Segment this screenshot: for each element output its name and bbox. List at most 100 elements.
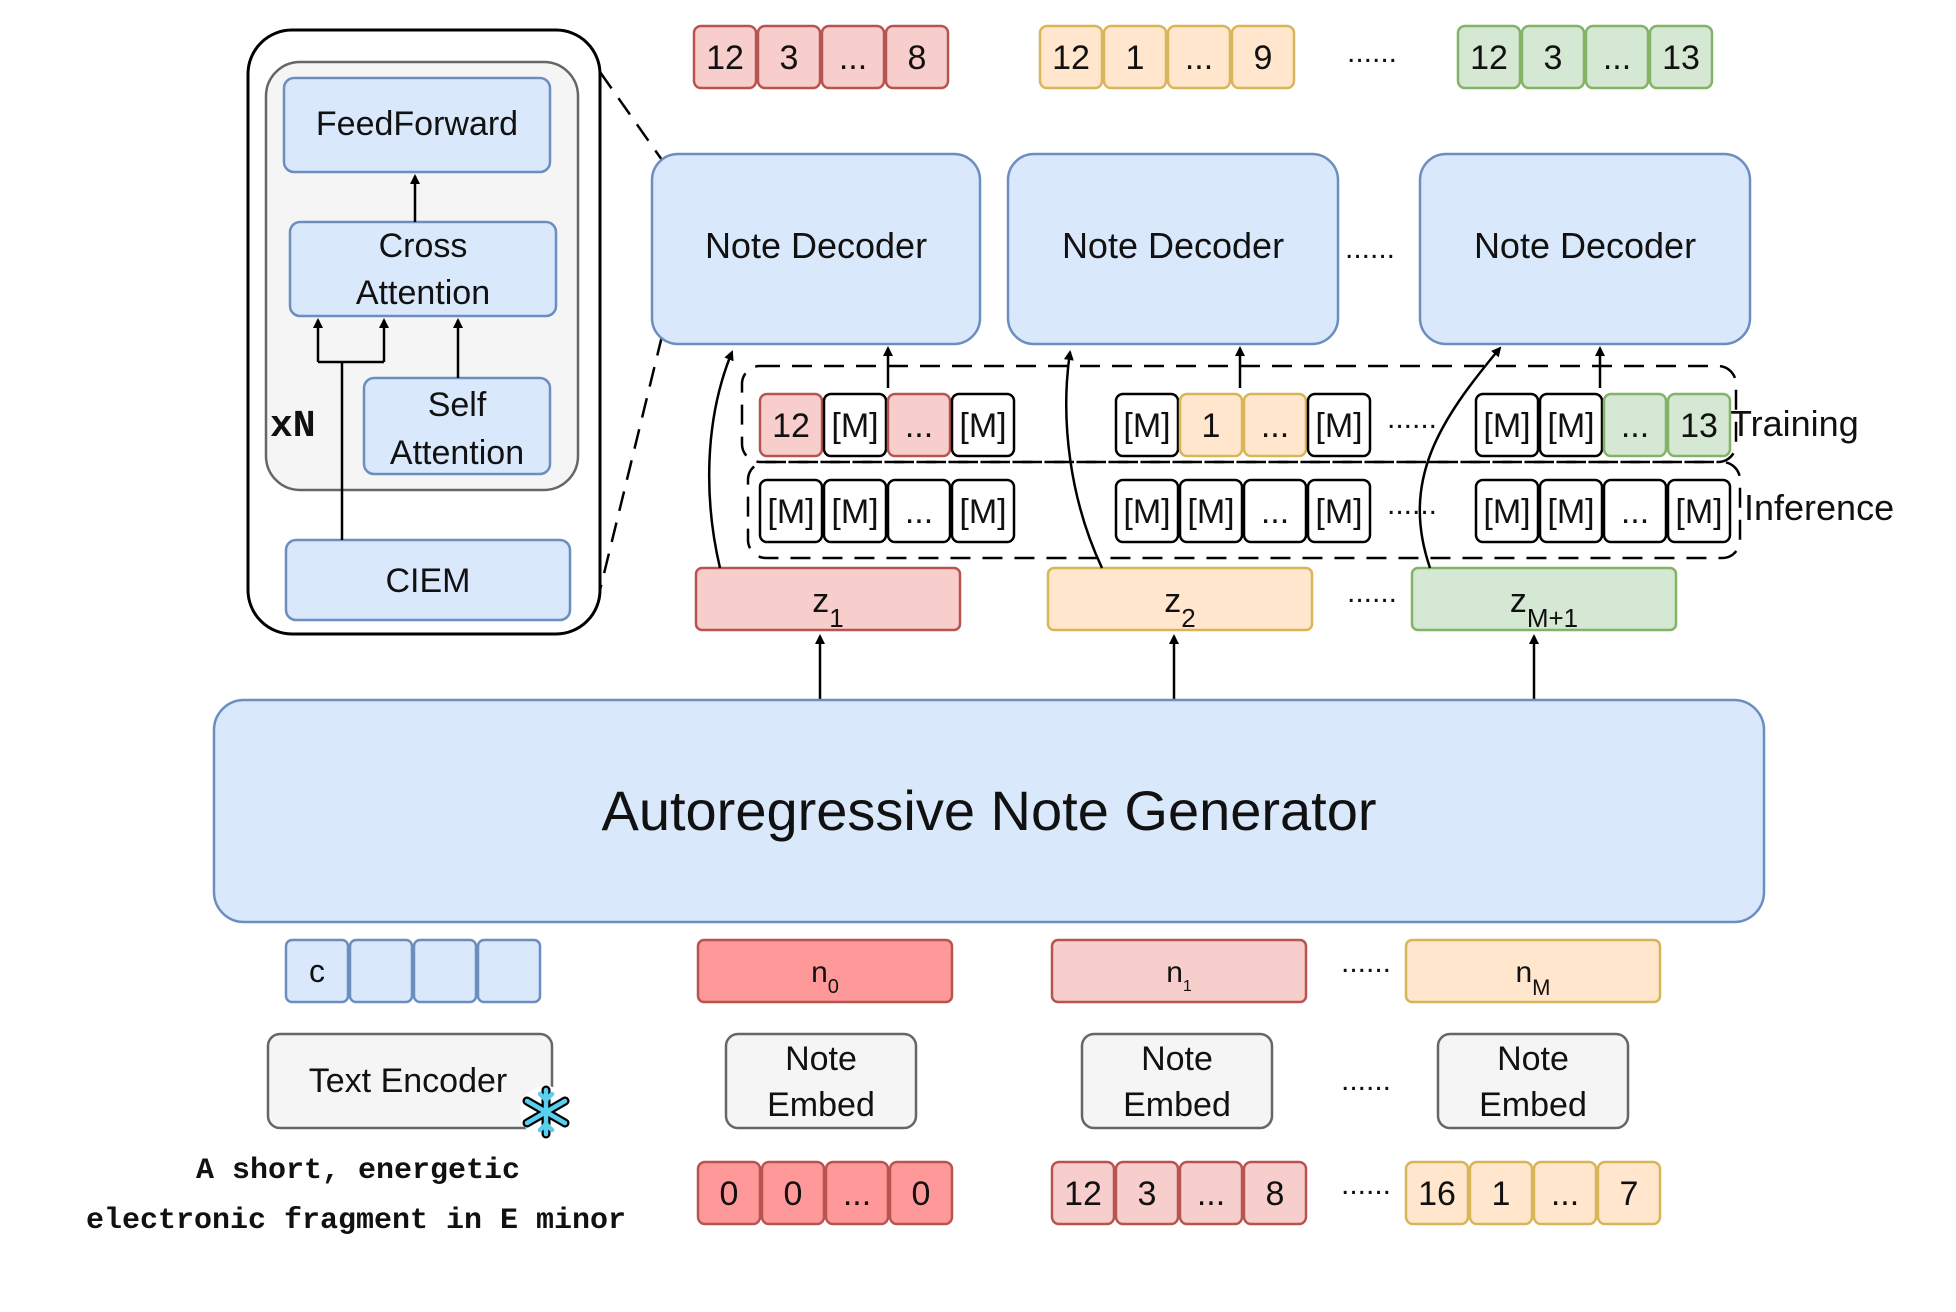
autoregressive-note-generator: Autoregressive Note Generator [212,698,1766,924]
training-group-1-token: ... [905,407,933,445]
output-row-2-cell: 12 [1038,24,1104,90]
input-row-3-token: 1 [1492,1175,1511,1213]
training-group-1-token: 12 [772,407,810,445]
output-row-2-token: ... [1185,39,1213,77]
training-group-2-cell: [M] [1306,392,1372,458]
note-embed-3-line1: Note [1497,1040,1569,1078]
feedforward-label: FeedForward [316,105,518,143]
generator-connectors [815,634,1539,700]
latent-z2-base: z [1164,582,1181,620]
output-row-1-token: 12 [706,39,744,77]
note-input-n0-sub: 0 [828,976,839,998]
note-embed-ellipsis: ...... [1341,1064,1391,1097]
latent-z2: z2 [1046,566,1314,633]
latent-zm1-base: z [1510,582,1527,620]
input-row-2-cell: 3 [1114,1160,1180,1226]
input-row-2-token: 8 [1266,1175,1285,1213]
self-attention-label-line2: Attention [390,434,524,472]
training-group-3-token: [M] [1547,407,1594,445]
note-embed-1-line2: Embed [767,1086,875,1124]
decoder-ellipsis: ...... [1345,232,1395,265]
note-input-ellipsis: ...... [1341,946,1391,979]
inference-group-3-token: [M] [1483,493,1530,531]
output-row-1-cell: 12 [692,24,758,90]
input-row-3-cell: 16 [1404,1160,1470,1226]
note-embed-2: Note Embed [1080,1032,1274,1130]
svg-text:z1: z1 [812,582,843,633]
svg-text:zM+1: zM+1 [1510,582,1578,633]
zoom-guide-lines [598,71,664,591]
training-group-1-cell: [M] [822,392,888,458]
training-group-3-token: 13 [1680,407,1718,445]
output-ellipsis: ...... [1347,36,1397,69]
training-group-3-cell: [M] [1538,392,1604,458]
input-row-3-cell: 1 [1468,1160,1534,1226]
inference-group-1-token: ... [905,493,933,531]
inference-group-1-cell: ... [886,478,952,544]
inference-group-2-token: [M] [1123,493,1170,531]
output-row-2-cell: ... [1166,24,1232,90]
note-input-n0-base: n [811,956,828,989]
condition-token-c: c [309,953,325,989]
ciem-block: CIEM [284,538,572,622]
output-row-1-token: 3 [780,39,799,77]
inference-group-3-cell: [M] [1538,478,1604,544]
training-ellipsis: ...... [1387,402,1437,435]
inference-group-2-cell: [M] [1306,478,1372,544]
feedforward-block: FeedForward [282,76,552,174]
input-row-2-token: ... [1197,1175,1225,1213]
prompt-line-1: A short, energetic [196,1154,520,1188]
repeat-label: xN [270,405,316,448]
note-input-n0: n0 [696,938,954,1004]
inference-group: Inference [746,460,1894,560]
input-row-3-token: ... [1551,1175,1579,1213]
output-row-3-token: 3 [1544,39,1563,77]
note-decoder-1: Note Decoder [650,152,982,346]
training-group-3-cell: [M] [1474,392,1540,458]
input-ellipsis: ...... [1341,1168,1391,1201]
output-row-3-token: 12 [1470,39,1508,77]
output-row-3-token: 13 [1662,39,1700,77]
training-group-1-cell: 12 [758,392,824,458]
inference-group-2-cell: [M] [1114,478,1180,544]
note-input-n1-base: n [1166,956,1183,989]
condition-tokens: c [284,938,542,1004]
inference-group-2-cell: ... [1242,478,1308,544]
input-row-3-cell: 7 [1596,1160,1662,1226]
latent-zm1: zM+1 [1410,566,1678,633]
note-input-n1-sub: 1 [1183,978,1192,995]
inference-group-3-cell: [M] [1474,478,1540,544]
note-decoder-2-label: Note Decoder [1062,225,1284,266]
output-row-3-cell: 13 [1648,24,1714,90]
latent-z1-sub: 1 [829,603,843,633]
training-group-1-token: [M] [959,407,1006,445]
note-embed-2-line2: Embed [1123,1086,1231,1124]
input-row-2-cell: 8 [1242,1160,1308,1226]
note-input-nm-base: n [1515,956,1532,989]
input-row-1-token: 0 [912,1175,931,1213]
inference-group-1-cell: [M] [950,478,1016,544]
output-row-1-cell: ... [820,24,886,90]
output-row-1-token: ... [839,39,867,77]
input-row-1-cell: 0 [760,1160,826,1226]
output-row-2-token: 9 [1254,39,1273,77]
generator-label: Autoregressive Note Generator [601,779,1376,842]
note-embed-3: Note Embed [1436,1032,1630,1130]
input-row-1-token: ... [843,1175,871,1213]
decoder-connectors [707,346,1605,569]
training-group-2-cell: 1 [1178,392,1244,458]
ciem-label: CIEM [386,562,471,600]
inference-ellipsis: ...... [1387,488,1437,521]
cross-attention-label-line1: Cross [379,227,468,265]
inference-group-3-token: ... [1621,493,1649,531]
input-row-3-cell: ... [1532,1160,1598,1226]
input-row-2-cell: ... [1178,1160,1244,1226]
output-row-2-cell: 1 [1102,24,1168,90]
input-row-2-token: 3 [1138,1175,1157,1213]
training-group-2-token: [M] [1315,407,1362,445]
note-embed-3-line2: Embed [1479,1086,1587,1124]
output-row-3-token: ... [1603,39,1631,77]
training-group-3-cell: ... [1602,392,1668,458]
note-embed-1-line1: Note [785,1040,857,1078]
output-row-1-token: 8 [908,39,927,77]
